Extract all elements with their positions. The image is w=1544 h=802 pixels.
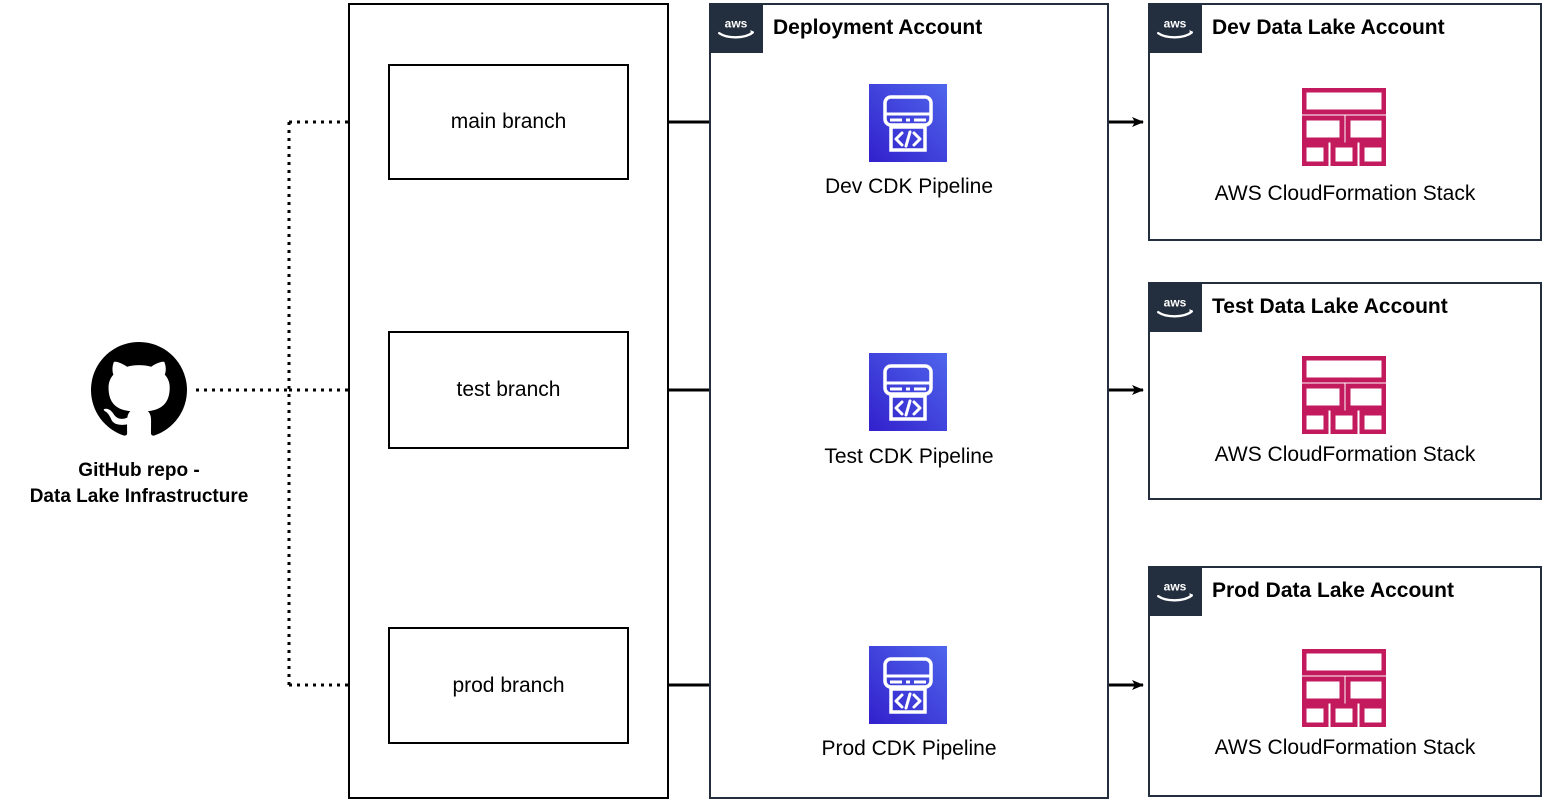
aws-logo-icon: aws [1148,282,1202,332]
dev-data-lake-account-title: Dev Data Lake Account [1212,16,1445,39]
aws-wordmark-icon: aws [1157,17,1193,39]
aws-logo-icon: aws [709,3,763,53]
branch-label-main: main branch [450,110,567,133]
aws-cdk-pipeline-icon-test[interactable] [869,353,947,431]
aws-cloudformation-stack-icon [1301,355,1387,435]
test-data-lake-account-title: Test Data Lake Account [1212,295,1448,318]
test-data-lake-account-container: aws Test Data Lake Account [1148,282,1542,500]
aws-cdk-pipeline-icon-dev[interactable] [869,84,947,162]
github-repo-node [91,342,187,438]
aws-wordmark-icon: aws [1157,580,1193,602]
svg-text:aws: aws [1164,296,1187,310]
aws-cloudformation-stack-icon [1301,648,1387,728]
svg-text:aws: aws [1164,580,1187,594]
prod-cloudformation-stack-label: AWS CloudFormation Stack [1214,736,1476,759]
dev-data-lake-account-container: aws Dev Data Lake Account [1148,3,1542,241]
github-repo-label-line1: GitHub repo - [78,460,200,481]
branch-box-main[interactable]: main branch [388,64,629,180]
github-repo-label: GitHub repo - Data Lake Infrastructure [0,458,278,509]
aws-cdk-pipeline-icon-prod[interactable] [869,646,947,724]
aws-cdk-pipeline-icon [869,353,947,431]
aws-cloudformation-stack-icon-prod[interactable] [1301,648,1387,728]
prod-pipeline-label: Prod CDK Pipeline [821,737,997,760]
github-icon [91,342,187,436]
aws-cloudformation-stack-icon-test[interactable] [1301,355,1387,435]
aws-cloudformation-stack-icon-dev[interactable] [1301,87,1387,167]
prod-data-lake-account-title: Prod Data Lake Account [1212,579,1454,602]
aws-cloudformation-stack-icon [1301,87,1387,167]
dev-cloudformation-stack-label: AWS CloudFormation Stack [1214,182,1476,205]
prod-data-lake-account-container: aws Prod Data Lake Account [1148,566,1542,797]
branch-box-prod[interactable]: prod branch [388,627,629,744]
dev-pipeline-label: Dev CDK Pipeline [824,175,994,198]
github-to-branches-dotted-connector [196,117,374,690]
svg-text:aws: aws [1164,17,1187,31]
aws-logo-icon: aws [1148,566,1202,616]
test-pipeline-label: Test CDK Pipeline [824,445,994,468]
aws-wordmark-icon: aws [1157,296,1193,318]
aws-wordmark-icon: aws [718,17,754,39]
deployment-account-title: Deployment Account [773,16,983,39]
aws-cdk-pipeline-icon [869,84,947,162]
branch-box-test[interactable]: test branch [388,331,629,449]
aws-cdk-pipeline-icon [869,646,947,724]
github-repo-label-line2: Data Lake Infrastructure [29,485,249,507]
svg-text:aws: aws [725,17,748,31]
branch-label-test: test branch [456,378,561,401]
branch-label-prod: prod branch [452,673,565,697]
test-cloudformation-stack-label: AWS CloudFormation Stack [1214,443,1476,466]
aws-logo-icon: aws [1148,3,1202,53]
